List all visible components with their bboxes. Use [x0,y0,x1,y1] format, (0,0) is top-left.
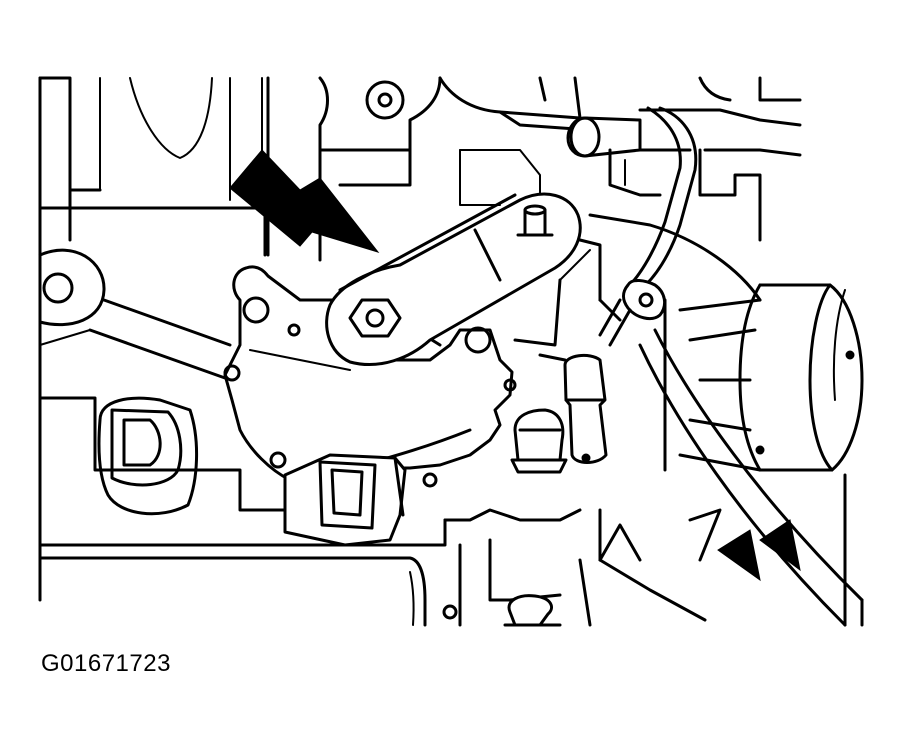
arrow-icon [229,149,380,253]
mounting-bolt [510,408,568,474]
electrical-connector [97,396,198,516]
vacuum-fitting [513,238,622,464]
sensor-connector [283,453,407,547]
drive-belt [598,328,864,627]
lever-arm [325,192,582,367]
engine-block-housing [38,76,447,627]
upper-housing [318,76,592,262]
pulley-assembly [588,213,864,472]
figure-id-label: G01671723 [41,650,171,677]
throttle-linkage [566,76,802,347]
lower-bracket [442,473,864,627]
position-sensor-housing [223,265,517,488]
